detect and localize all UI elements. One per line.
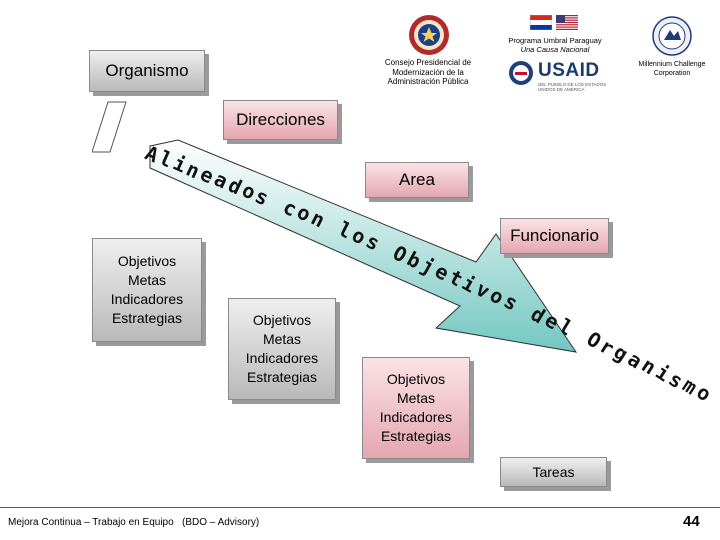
area-box: Area — [365, 162, 469, 198]
goal-line: Metas — [262, 331, 302, 347]
consejo-text: Consejo Presidencial de Modernización de… — [384, 58, 472, 86]
usaid-label: USAID — [538, 60, 600, 81]
funcionario-label: Funcionario — [510, 226, 599, 245]
tareas-box: Tareas — [500, 457, 607, 487]
area-label: Area — [399, 170, 435, 189]
page-number: 44 — [683, 513, 700, 530]
mcc-logo — [652, 16, 692, 56]
organismo-label: Organismo — [105, 61, 189, 80]
footer-text: Mejora Continua – Trabajo en Equipo (BDO… — [8, 517, 260, 528]
tareas-label: Tareas — [532, 464, 575, 480]
objectives-block-3: Objetivos Metas Indicadores Estrategias — [362, 357, 470, 459]
goal-line: Metas — [127, 272, 167, 288]
funcionario-box: Funcionario — [500, 218, 609, 254]
objective-line: Objetivos — [117, 253, 177, 269]
strategy-line: Estrategias — [246, 369, 318, 385]
usaid-subtext: DEL PUEBLO DE LOS ESTADOS UNIDOS DE AMÉR… — [538, 82, 607, 92]
footer-rule — [0, 507, 720, 508]
indicator-line: Indicadores — [245, 350, 319, 366]
organismo-box: Organismo — [89, 50, 205, 92]
indicator-line: Indicadores — [379, 409, 453, 425]
indicator-line: Indicadores — [110, 291, 184, 307]
slanted-bracket — [91, 100, 152, 170]
mcc-text: Millennium Challenge Corporation — [638, 61, 706, 77]
programa-title: Programa Umbral Paraguay — [508, 36, 602, 45]
programa-subtitle: Una Causa Nacional — [520, 45, 590, 54]
direcciones-box: Direcciones — [223, 100, 338, 140]
objective-line: Objetivos — [386, 371, 446, 387]
goal-line: Metas — [396, 390, 436, 406]
strategy-line: Estrategias — [380, 428, 452, 444]
objectives-block-1: Objetivos Metas Indicadores Estrategias — [92, 238, 202, 342]
strategy-line: Estrategias — [111, 310, 183, 326]
direcciones-label: Direcciones — [236, 110, 325, 129]
consejo-seal-logo — [408, 14, 450, 56]
usa-flag-icon — [556, 15, 578, 30]
usaid-seal-icon — [508, 60, 534, 86]
objectives-block-2: Objetivos Metas Indicadores Estrategias — [228, 298, 336, 400]
objective-line: Objetivos — [252, 312, 312, 328]
